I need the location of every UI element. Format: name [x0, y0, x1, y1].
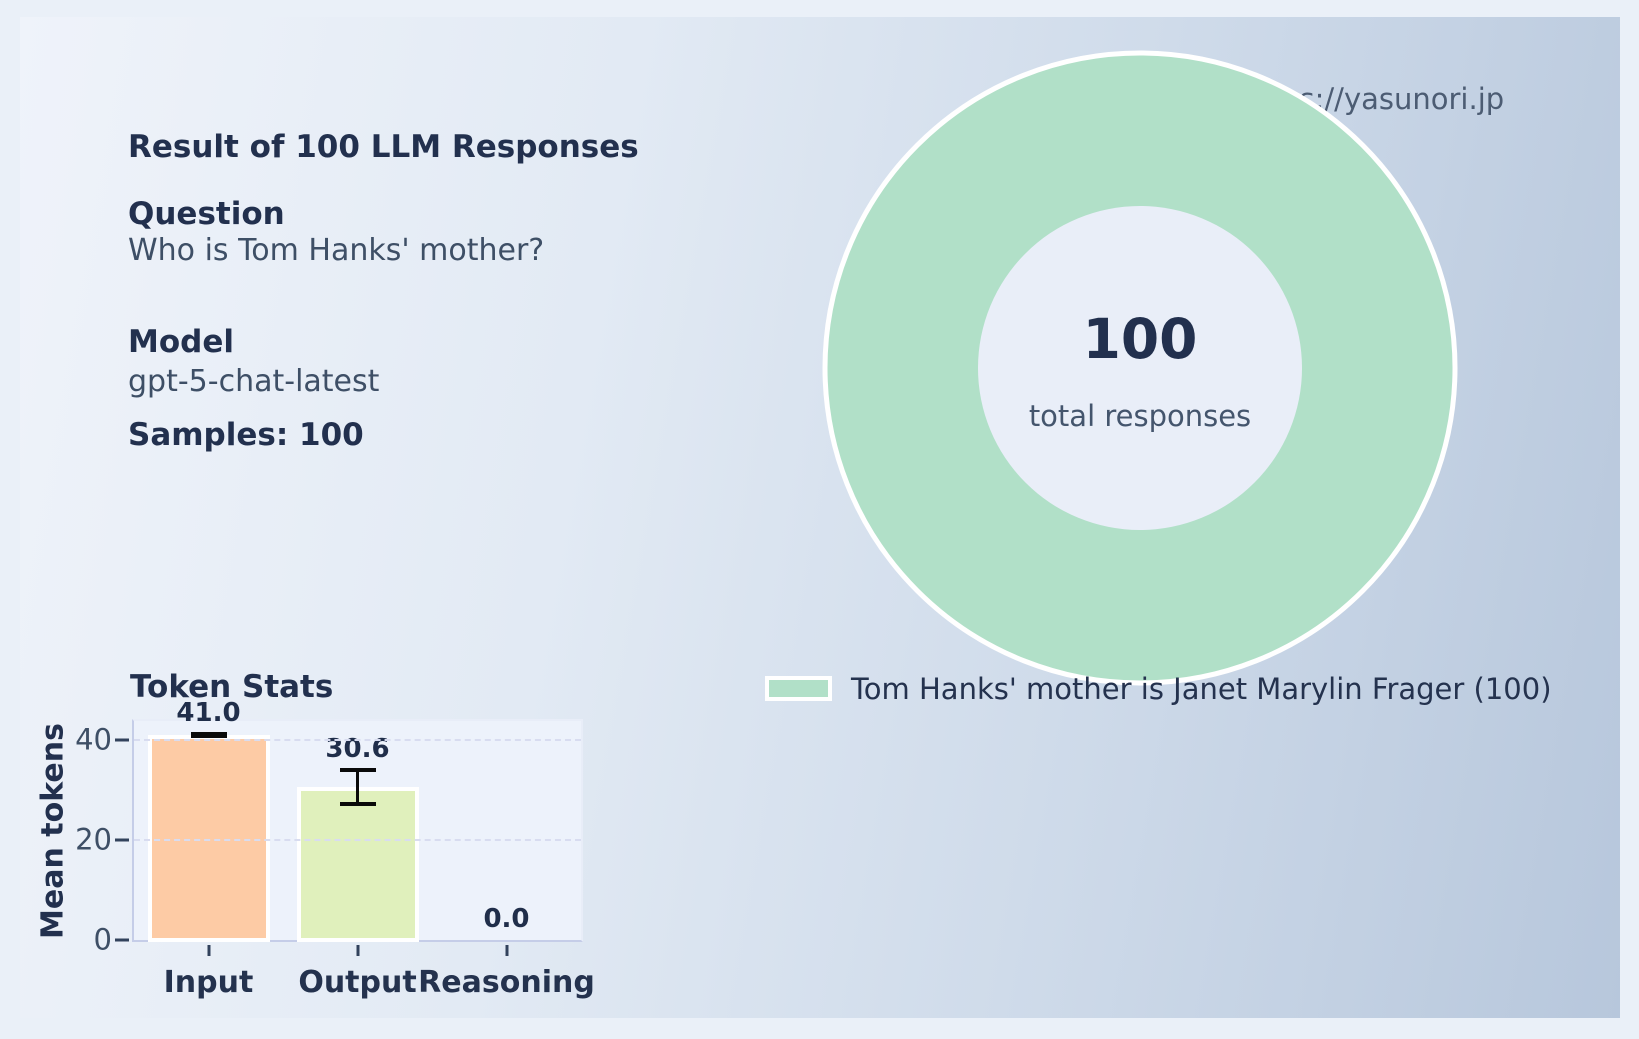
- question-text: Who is Tom Hanks' mother?: [128, 233, 545, 268]
- donut-chart: [822, 50, 1458, 686]
- y-tick-40: 40: [75, 722, 112, 757]
- question-heading: Question: [128, 196, 285, 232]
- bar-value-reasoning: 0.0: [483, 904, 530, 934]
- donut-hole: [978, 206, 1302, 530]
- bar-chart-title: Token Stats: [130, 669, 334, 705]
- y-tickmark-20: [115, 838, 129, 842]
- model-heading: Model: [128, 324, 234, 360]
- x-tickmark-output: [356, 945, 359, 956]
- y-tick-0: 0: [93, 922, 112, 957]
- x-label-output: Output: [298, 965, 417, 1000]
- y-tick-20: 20: [75, 822, 112, 857]
- bar-output: [296, 787, 419, 942]
- plot-area: Token Stats Mean tokens 41.0 30.6 0.0 0 …: [36, 669, 595, 1000]
- legend-label: Tom Hanks' mother is Janet Marylin Frage…: [851, 672, 1552, 706]
- legend-swatch: [765, 676, 832, 701]
- samples-text: Samples: 100: [128, 417, 364, 453]
- donut-center-value: 100: [1082, 307, 1198, 371]
- donut-center-label: total responses: [1028, 399, 1252, 433]
- error-bar: [190, 734, 227, 738]
- y-tickmark-40: [115, 738, 129, 742]
- gridline-40: [134, 739, 581, 741]
- bar-value-input: 41.0: [176, 698, 241, 728]
- page-title: Result of 100 LLM Responses: [128, 129, 639, 165]
- x-tickmark-input: [207, 945, 210, 956]
- x-label-reasoning: Reasoning: [418, 965, 595, 1000]
- error-bar: [339, 768, 376, 772]
- x-label-input: Input: [163, 965, 254, 1000]
- x-tickmark-reasoning: [505, 945, 508, 956]
- error-bar: [339, 802, 376, 806]
- error-bar: [356, 770, 359, 804]
- y-tickmark-0: [115, 938, 129, 942]
- bar-input: [147, 735, 270, 942]
- gridline-20: [134, 839, 581, 841]
- model-name: gpt-5-chat-latest: [128, 364, 380, 399]
